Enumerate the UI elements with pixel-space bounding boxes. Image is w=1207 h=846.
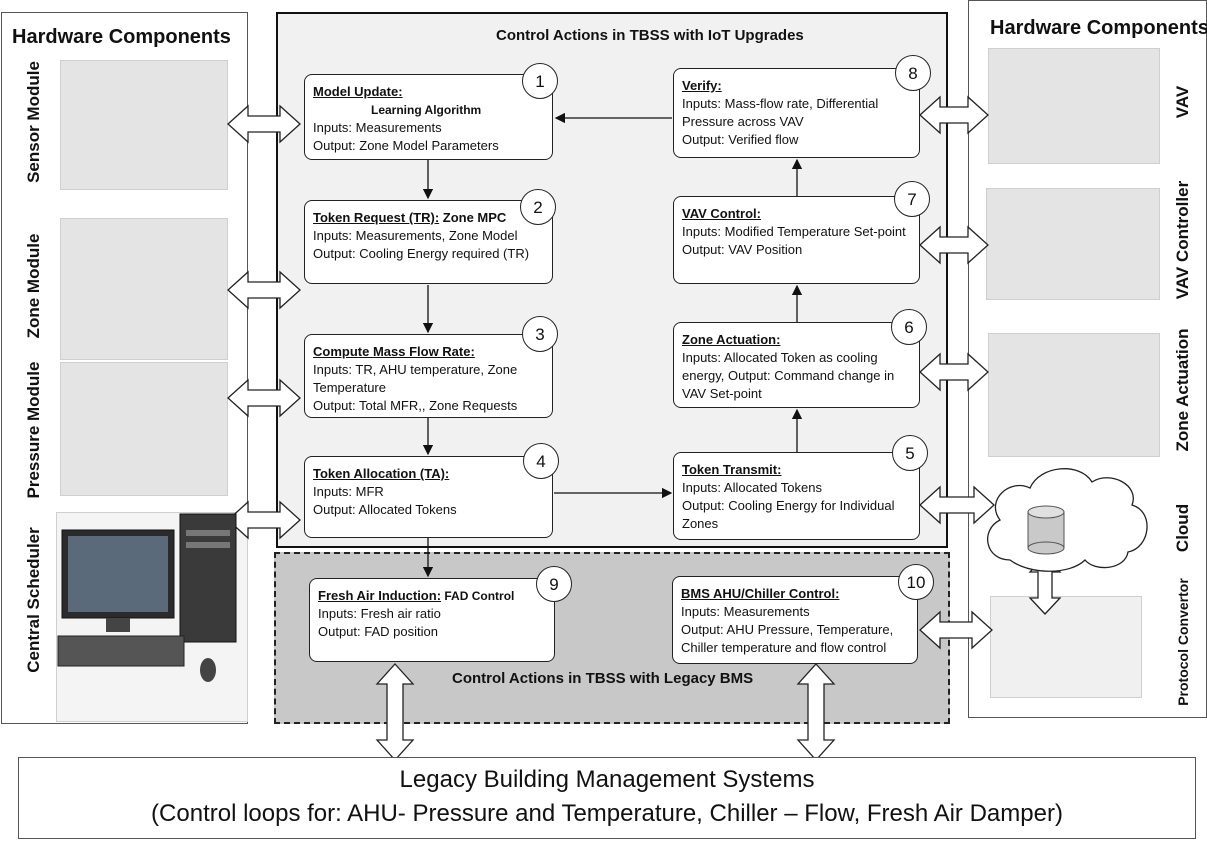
- step-verify: Verify: Inputs: Mass-flow rate, Differen…: [673, 68, 920, 158]
- step-token-allocation: Token Allocation (TA): Inputs: MFR Outpu…: [304, 456, 553, 538]
- double-arrow-pressure: [227, 378, 301, 418]
- step-line: Output: AHU Pressure, Temperature, Chill…: [681, 622, 894, 655]
- step-line: Inputs: Fresh air ratio: [318, 606, 441, 621]
- double-arrow-protocol: [919, 610, 993, 650]
- step-number-8: 8: [895, 55, 931, 91]
- step-line: Output: VAV Position: [682, 242, 803, 257]
- double-arrow-vav-controller: [919, 225, 989, 265]
- step-title: Fresh Air Induction:: [318, 588, 442, 603]
- step-line: Inputs: MFR: [313, 484, 384, 499]
- step-number-6: 6: [891, 309, 927, 345]
- zone-actuation-photo: [988, 333, 1160, 457]
- step-number-9: 9: [536, 566, 572, 602]
- step-line: Inputs: Measurements: [681, 604, 810, 619]
- step-line: Inputs: Modified Temperature Set-point: [682, 224, 906, 239]
- step-line: Inputs: Measurements: [313, 120, 442, 135]
- step-number-1: 1: [522, 63, 558, 99]
- step-line: Inputs: Allocated Token as cooling energ…: [682, 350, 895, 401]
- computer-icon: [57, 513, 237, 682]
- protocol-convertor-photo: [990, 596, 1142, 698]
- cloud-shape: [987, 468, 1148, 572]
- step-title: BMS AHU/Chiller Control:: [681, 586, 840, 601]
- pressure-module-photo: [60, 362, 228, 496]
- step-number-3: 3: [522, 316, 558, 352]
- step-number-5: 5: [892, 435, 928, 471]
- step-line: Inputs: Allocated Tokens: [682, 480, 822, 495]
- vav-photo: [988, 48, 1160, 164]
- step-model-update: Model Update: Learning Algorithm Inputs:…: [304, 74, 553, 160]
- step-line: Output: Total MFR,, Zone Requests: [313, 398, 518, 413]
- step-vav-control: VAV Control: Inputs: Modified Temperatur…: [673, 196, 920, 284]
- step-line: Output: Zone Model Parameters: [313, 138, 499, 153]
- step-compute-mass-flow-rate: Compute Mass Flow Rate: Inputs: TR, AHU …: [304, 334, 553, 418]
- step-number-7: 7: [894, 181, 930, 217]
- step-title: Verify:: [682, 78, 722, 93]
- double-arrow-zone-actuation: [919, 352, 989, 392]
- step-zone-actuation: Zone Actuation: Inputs: Allocated Token …: [673, 322, 920, 408]
- step-line: Inputs: Mass-flow rate, Differential Pre…: [682, 96, 879, 129]
- step-bms-ahu-chiller-control: BMS AHU/Chiller Control: Inputs: Measure…: [672, 576, 918, 664]
- left-hardware-title: Hardware Components: [12, 26, 231, 48]
- step-line: Output: Allocated Tokens: [313, 502, 457, 517]
- step-title: Token Allocation (TA):: [313, 466, 450, 481]
- step-line: Inputs: TR, AHU temperature, Zone Temper…: [313, 362, 518, 395]
- double-arrow-bms-to-legacy: [796, 663, 836, 761]
- double-arrow-cloud: [919, 485, 995, 525]
- legacy-bms-title: Legacy Building Management Systems: [399, 766, 815, 793]
- step-number-4: 4: [523, 443, 559, 479]
- step-number-10: 10: [898, 564, 934, 600]
- step-title: Token Transmit:: [682, 462, 782, 477]
- zone-module-photo: [60, 218, 228, 360]
- step-title-suffix: Zone MPC: [439, 210, 507, 225]
- double-arrow-zone: [227, 270, 301, 310]
- double-arrow-fad-to-legacy: [375, 663, 415, 761]
- step-title: VAV Control:: [682, 206, 761, 221]
- step-line: Output: FAD position: [318, 624, 438, 639]
- database-icon: [1027, 505, 1065, 555]
- double-arrow-scheduler: [227, 500, 301, 540]
- right-hardware-title: Hardware Components: [990, 17, 1207, 39]
- step-number-2: 2: [520, 189, 556, 225]
- iot-area-title: Control Actions in TBSS with IoT Upgrade…: [496, 27, 804, 44]
- step-title: Zone Actuation:: [682, 332, 781, 347]
- legacy-bms-description: (Control loops for: AHU- Pressure and Te…: [151, 800, 1063, 827]
- step-fresh-air-induction: Fresh Air Induction: FAD Control Inputs:…: [309, 578, 555, 662]
- step-token-transmit: Token Transmit: Inputs: Allocated Tokens…: [673, 452, 920, 540]
- step-line: Output: Verified flow: [682, 132, 799, 147]
- sensor-module-photo: [60, 60, 228, 190]
- step-subtitle: Learning Algorithm: [371, 103, 482, 117]
- legacy-bms-box: Legacy Building Management Systems (Cont…: [18, 757, 1196, 839]
- step-line: Output: Cooling Energy for Individual Zo…: [682, 498, 895, 531]
- step-token-request: Token Request (TR): Zone MPC Inputs: Mea…: [304, 200, 553, 284]
- double-arrow-vav: [919, 95, 989, 135]
- step-line: Inputs: Measurements, Zone Model: [313, 228, 518, 243]
- step-title: Compute Mass Flow Rate:: [313, 344, 475, 359]
- step-line: Output: Cooling Energy required (TR): [313, 246, 530, 261]
- step-title: Model Update:: [313, 84, 403, 99]
- double-arrow-sensor: [227, 104, 301, 144]
- legacy-area-title: Control Actions in TBSS with Legacy BMS: [452, 670, 754, 687]
- step-title-suffix: FAD Control: [441, 589, 515, 603]
- step-title: Token Request (TR):: [313, 210, 440, 225]
